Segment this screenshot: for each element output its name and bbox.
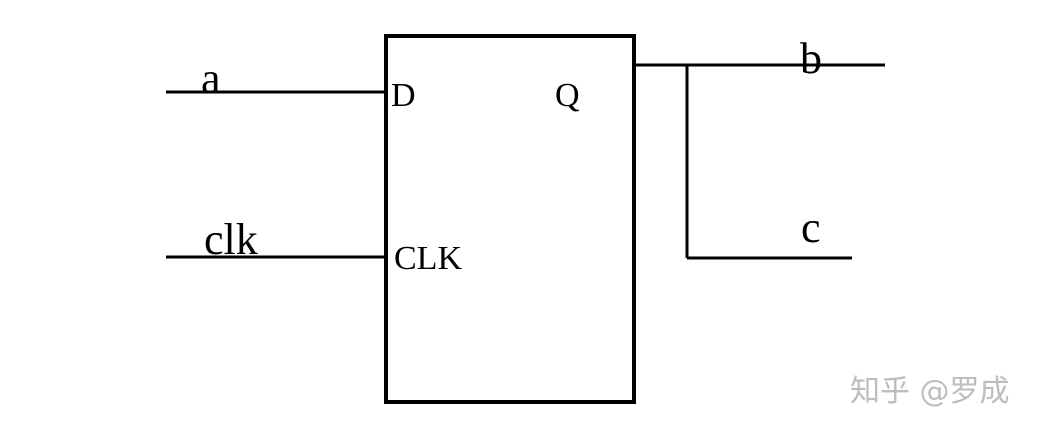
output-label-b: b	[800, 34, 822, 83]
input-label-a: a	[201, 54, 221, 103]
pin-label-clk: CLK	[394, 240, 462, 277]
pin-label-q: Q	[555, 77, 580, 114]
output-label-c: c	[801, 203, 821, 252]
input-label-clk: clk	[204, 215, 258, 264]
d-flip-flop-block	[384, 34, 636, 404]
watermark-text: 知乎 @罗成	[850, 374, 1010, 409]
pin-label-d: D	[391, 77, 416, 114]
